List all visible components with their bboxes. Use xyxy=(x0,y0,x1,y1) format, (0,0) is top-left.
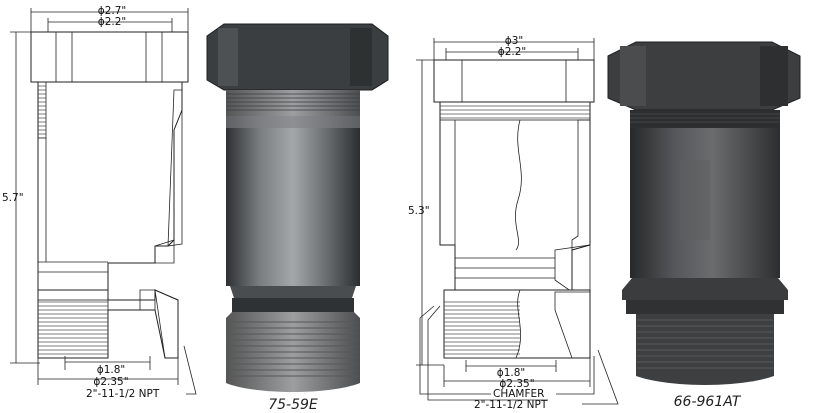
dim-length-1: 5.7" xyxy=(2,192,24,204)
dim-outer-diameter-1: ϕ2.7" xyxy=(98,5,126,17)
dim-inner-diameter-2: ϕ2.2" xyxy=(498,46,526,58)
dim-bottom-inner-1: ϕ1.8" xyxy=(97,364,125,376)
photo-66-961at: 66-961AT xyxy=(607,41,801,410)
dim-thread-2: 2"-11-1/2 NPT xyxy=(474,399,548,411)
dim-inner-diameter-1: ϕ2.2" xyxy=(98,16,126,28)
dim-bottom-outer-2: ϕ2.35" xyxy=(499,378,534,390)
product-label-66-961at: 66-961AT xyxy=(674,394,742,410)
drawing-75-59e: ϕ2.7" ϕ2.2" 5.7" ϕ1.8" xyxy=(2,5,197,400)
dim-chamfer-2: CHAMFER xyxy=(493,388,544,400)
dim-outer-diameter-2: ϕ3" xyxy=(505,35,523,47)
dim-length-2: 5.3" xyxy=(408,205,430,217)
dim-thread-1: 2"-11-1/2 NPT xyxy=(86,388,160,400)
photo-75-59e: 75-59E xyxy=(206,23,389,413)
drawing-66-961at: ϕ3" ϕ2.2" 5.3" ϕ1.8" xyxy=(408,35,619,411)
dim-bottom-inner-2: ϕ1.8" xyxy=(497,367,525,379)
dim-bottom-outer-1: ϕ2.35" xyxy=(93,376,128,388)
product-label-75-59e: 75-59E xyxy=(268,397,318,413)
